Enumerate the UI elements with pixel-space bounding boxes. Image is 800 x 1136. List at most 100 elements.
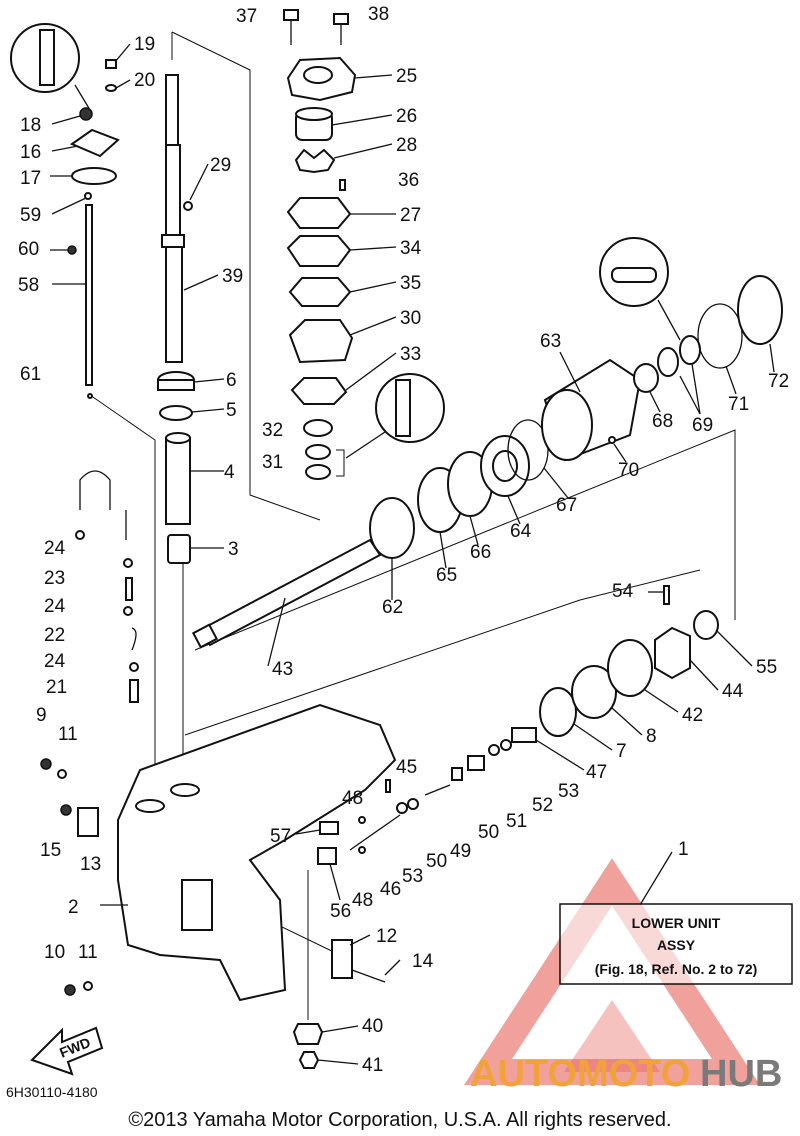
callout-62: 62	[382, 597, 403, 618]
seal-69a	[657, 347, 679, 377]
callout-70: 70	[618, 460, 639, 481]
callout-13: 13	[80, 854, 101, 875]
callout-44: 44	[722, 681, 744, 702]
washer-53b	[500, 739, 512, 751]
o-ring-67	[507, 419, 549, 481]
washer-52	[488, 744, 500, 756]
callout-20: 20	[134, 70, 155, 91]
anode-12	[331, 939, 353, 979]
callout-54: 54	[612, 581, 634, 602]
callout-30: 30	[400, 308, 421, 329]
callout-28: 28	[396, 135, 417, 156]
callout-4: 4	[224, 462, 235, 483]
impeller-28	[294, 148, 336, 174]
shift-cam-56	[317, 847, 337, 865]
box-line3: (Fig. 18, Ref. No. 2 to 72)	[595, 961, 758, 977]
o-ring-17	[71, 167, 117, 185]
callout-68: 68	[652, 411, 673, 432]
bearing-8	[571, 665, 617, 719]
callout-12: 12	[376, 926, 397, 947]
gear-62	[369, 497, 415, 559]
ring-72	[737, 275, 783, 345]
spring-55	[693, 610, 719, 640]
callout-48b: 48	[352, 890, 373, 911]
callout-71: 71	[728, 394, 749, 415]
bushing-50	[451, 767, 463, 781]
ball-48a	[358, 816, 366, 824]
inset-clip-left	[10, 23, 91, 111]
nut-41	[298, 1051, 320, 1069]
part-code: 6H30110-4180	[6, 1084, 98, 1100]
callout-14: 14	[412, 951, 434, 972]
callout-2: 2	[68, 897, 79, 918]
tube-22	[131, 627, 137, 651]
callout-66: 66	[470, 542, 491, 563]
clamp-24c	[123, 606, 133, 616]
drive-shaft-39	[161, 74, 185, 363]
bolt-19	[105, 59, 117, 69]
callout-37: 37	[236, 6, 257, 27]
callout-8: 8	[646, 726, 657, 747]
clamp-24b	[123, 558, 133, 568]
callout-11b: 11	[78, 942, 98, 963]
seal-6	[157, 371, 195, 391]
gear-42	[607, 639, 653, 697]
callout-7: 7	[616, 741, 627, 762]
callout-32: 32	[262, 420, 283, 441]
pin-61	[87, 393, 93, 399]
shift-cam-57	[319, 821, 339, 835]
clip-60	[67, 245, 77, 255]
bolt-15	[60, 804, 72, 816]
callout-5: 5	[226, 400, 237, 421]
callout-18: 18	[20, 115, 41, 136]
assembly-lines	[89, 31, 736, 1020]
joint-21	[129, 679, 139, 703]
shift-rod-58	[85, 204, 93, 386]
bearing-68	[633, 363, 659, 393]
callout-27: 27	[400, 205, 421, 226]
gasket-33	[290, 377, 348, 405]
clutch-44	[654, 626, 691, 680]
shim-7	[539, 687, 577, 737]
watermark-text: AUTOMOTO HUB	[470, 1053, 782, 1095]
sleeve-4	[165, 432, 191, 525]
callout-47: 47	[586, 762, 607, 783]
seal-69b	[679, 335, 701, 365]
callout-36: 36	[398, 170, 419, 191]
spring-51	[467, 755, 485, 771]
shift-rod-46	[349, 814, 401, 851]
pinion-40	[292, 1023, 324, 1045]
key-36	[339, 179, 346, 191]
bracket-16	[69, 128, 120, 158]
bolt-10	[64, 984, 76, 996]
callout-61: 61	[20, 364, 41, 385]
bolt-37	[283, 9, 299, 45]
box-line1: LOWER UNIT	[632, 915, 721, 931]
callout-29: 29	[210, 155, 231, 176]
callout-9: 9	[36, 705, 47, 726]
ring-59	[84, 192, 92, 200]
washer-5	[159, 405, 193, 421]
callout-53a: 53	[558, 781, 579, 802]
watermark-text-b: HUB	[700, 1053, 782, 1095]
callout-42: 42	[682, 705, 703, 726]
oil-seal-31	[305, 444, 331, 480]
bracket-31	[336, 449, 345, 477]
callout-67: 67	[556, 495, 577, 516]
callout-38: 38	[368, 4, 389, 25]
washer-20	[105, 84, 117, 92]
assy-box: LOWER UNIT ASSY (Fig. 18, Ref. No. 2 to …	[559, 851, 793, 985]
callout-57: 57	[270, 826, 291, 847]
callout-55: 55	[756, 657, 777, 678]
callout-45: 45	[396, 757, 417, 778]
callout-40: 40	[362, 1016, 383, 1037]
bearing-3	[167, 534, 191, 564]
pin-29	[183, 201, 193, 211]
copyright: ©2013 Yamaha Motor Corporation, U.S.A. A…	[128, 1109, 671, 1131]
water-tube	[79, 470, 111, 510]
gasket-35	[288, 277, 352, 307]
o-ring-32	[303, 419, 333, 437]
callout-3: 3	[228, 539, 239, 560]
callout-34: 34	[400, 238, 422, 259]
fwd-arrow: FWD	[30, 1026, 104, 1076]
